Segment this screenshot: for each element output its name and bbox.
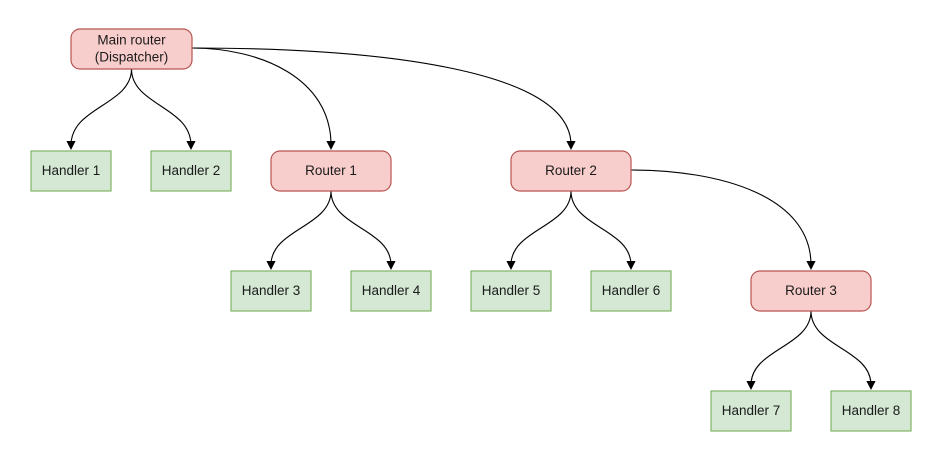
node-handler-2-label-line-1: Handler 2 [162,163,221,178]
node-router-2-label: Router 2 [545,163,597,178]
node-router-1-shape[interactable] [270,150,392,192]
edge-router-2-to-handler-5 [506,190,572,270]
node-main-router-label-line-1: Main router [97,32,166,47]
node-handler-7[interactable]: Handler 7 [710,390,792,432]
node-handler-1-shape[interactable] [30,150,112,192]
edge-router-2-to-handler-5-line [510,190,572,266]
node-handler-6-label: Handler 6 [602,283,661,298]
node-router-3-label-line-1: Router 3 [785,283,837,298]
edge-main-to-handler-2-line [130,68,192,146]
node-handler-6-shape[interactable] [590,270,672,312]
edge-router-3-to-handler-8-line [810,310,872,386]
node-main-router-label-line-2: (Dispatcher) [95,49,169,64]
node-handler-6-label-line-1: Handler 6 [602,283,661,298]
node-router-2-label-line-1: Router 2 [545,163,597,178]
node-router-3-label: Router 3 [785,283,837,298]
node-router-1-label-line-1: Router 1 [305,163,357,178]
edge-main-to-handler-2-arrowhead-icon [186,141,196,150]
nodes-layer: Main router (Dispatcher) Handler 1 Handler … [30,28,912,432]
node-handler-4-label: Handler 4 [362,283,421,298]
node-main-router[interactable]: Main router (Dispatcher) [70,28,193,70]
edge-router-3-to-handler-7-line [750,310,812,386]
edge-router-1-to-handler-3 [266,190,332,270]
edge-main-to-router-1-arrowhead-icon [326,141,336,150]
edge-router-2-to-handler-6-arrowhead-icon [626,261,636,270]
node-handler-1-label-line-1: Handler 1 [42,163,101,178]
node-handler-2-shape[interactable] [150,150,232,192]
node-router-2-shape[interactable] [510,150,632,192]
node-handler-6[interactable]: Handler 6 [590,270,672,312]
node-handler-3-label-line-1: Handler 3 [242,283,301,298]
node-handler-8-shape[interactable] [830,390,912,432]
node-handler-2[interactable]: Handler 2 [150,150,232,192]
node-handler-8-label: Handler 8 [842,403,901,418]
node-handler-3[interactable]: Handler 3 [230,270,312,312]
node-handler-4-label-line-1: Handler 4 [362,283,421,298]
edge-router-3-to-handler-7 [746,310,812,390]
edge-main-to-handler-1 [66,68,133,150]
edge-main-to-router-2 [191,47,576,150]
node-handler-8[interactable]: Handler 8 [830,390,912,432]
edge-router-3-to-handler-8-arrowhead-icon [866,381,876,390]
edge-main-to-handler-2 [130,68,196,150]
edge-router-2-to-router-3-arrowhead-icon [806,261,816,270]
edge-router-2-to-handler-5-arrowhead-icon [506,261,516,270]
node-handler-4-shape[interactable] [350,270,432,312]
node-router-1[interactable]: Router 1 [270,150,392,192]
edge-router-1-to-handler-4-line [330,190,392,266]
edge-router-1-to-handler-4-arrowhead-icon [386,261,396,270]
edge-main-to-handler-1-arrowhead-icon [66,141,76,150]
edge-main-to-router-1-line [191,47,332,146]
edge-main-to-router-2-line [191,47,572,146]
edge-main-to-handler-1-line [70,68,133,146]
node-handler-5-label-line-1: Handler 5 [482,283,541,298]
node-router-3-shape[interactable] [750,270,872,312]
edge-router-2-to-handler-6-line [570,190,632,266]
edges-layer [66,47,876,390]
edge-router-2-to-router-3-line [630,169,812,266]
edge-router-2-to-router-3 [630,169,816,270]
edge-router-1-to-handler-3-arrowhead-icon [266,261,276,270]
edge-router-3-to-handler-7-arrowhead-icon [746,381,756,390]
edge-router-1-to-handler-4 [330,190,396,270]
node-handler-5-label: Handler 5 [482,283,541,298]
node-handler-7-shape[interactable] [710,390,792,432]
node-router-3[interactable]: Router 3 [750,270,872,312]
node-main-router-shape[interactable] [70,28,193,70]
node-handler-7-label-line-1: Handler 7 [722,403,781,418]
node-handler-5[interactable]: Handler 5 [470,270,552,312]
node-router-1-label: Router 1 [305,163,357,178]
edge-router-1-to-handler-3-line [270,190,332,266]
node-handler-8-label-line-1: Handler 8 [842,403,901,418]
node-handler-3-label: Handler 3 [242,283,301,298]
node-router-2[interactable]: Router 2 [510,150,632,192]
edge-main-to-router-1 [191,47,336,150]
node-handler-4[interactable]: Handler 4 [350,270,432,312]
node-handler-7-label: Handler 7 [722,403,781,418]
node-handler-1[interactable]: Handler 1 [30,150,112,192]
node-handler-2-label: Handler 2 [162,163,221,178]
node-handler-3-shape[interactable] [230,270,312,312]
edge-main-to-router-2-arrowhead-icon [566,141,576,150]
node-main-router-label: Main router (Dispatcher) [95,32,169,64]
edge-router-3-to-handler-8 [810,310,876,390]
edge-router-2-to-handler-6 [570,190,636,270]
node-handler-1-label: Handler 1 [42,163,101,178]
node-handler-5-shape[interactable] [470,270,552,312]
